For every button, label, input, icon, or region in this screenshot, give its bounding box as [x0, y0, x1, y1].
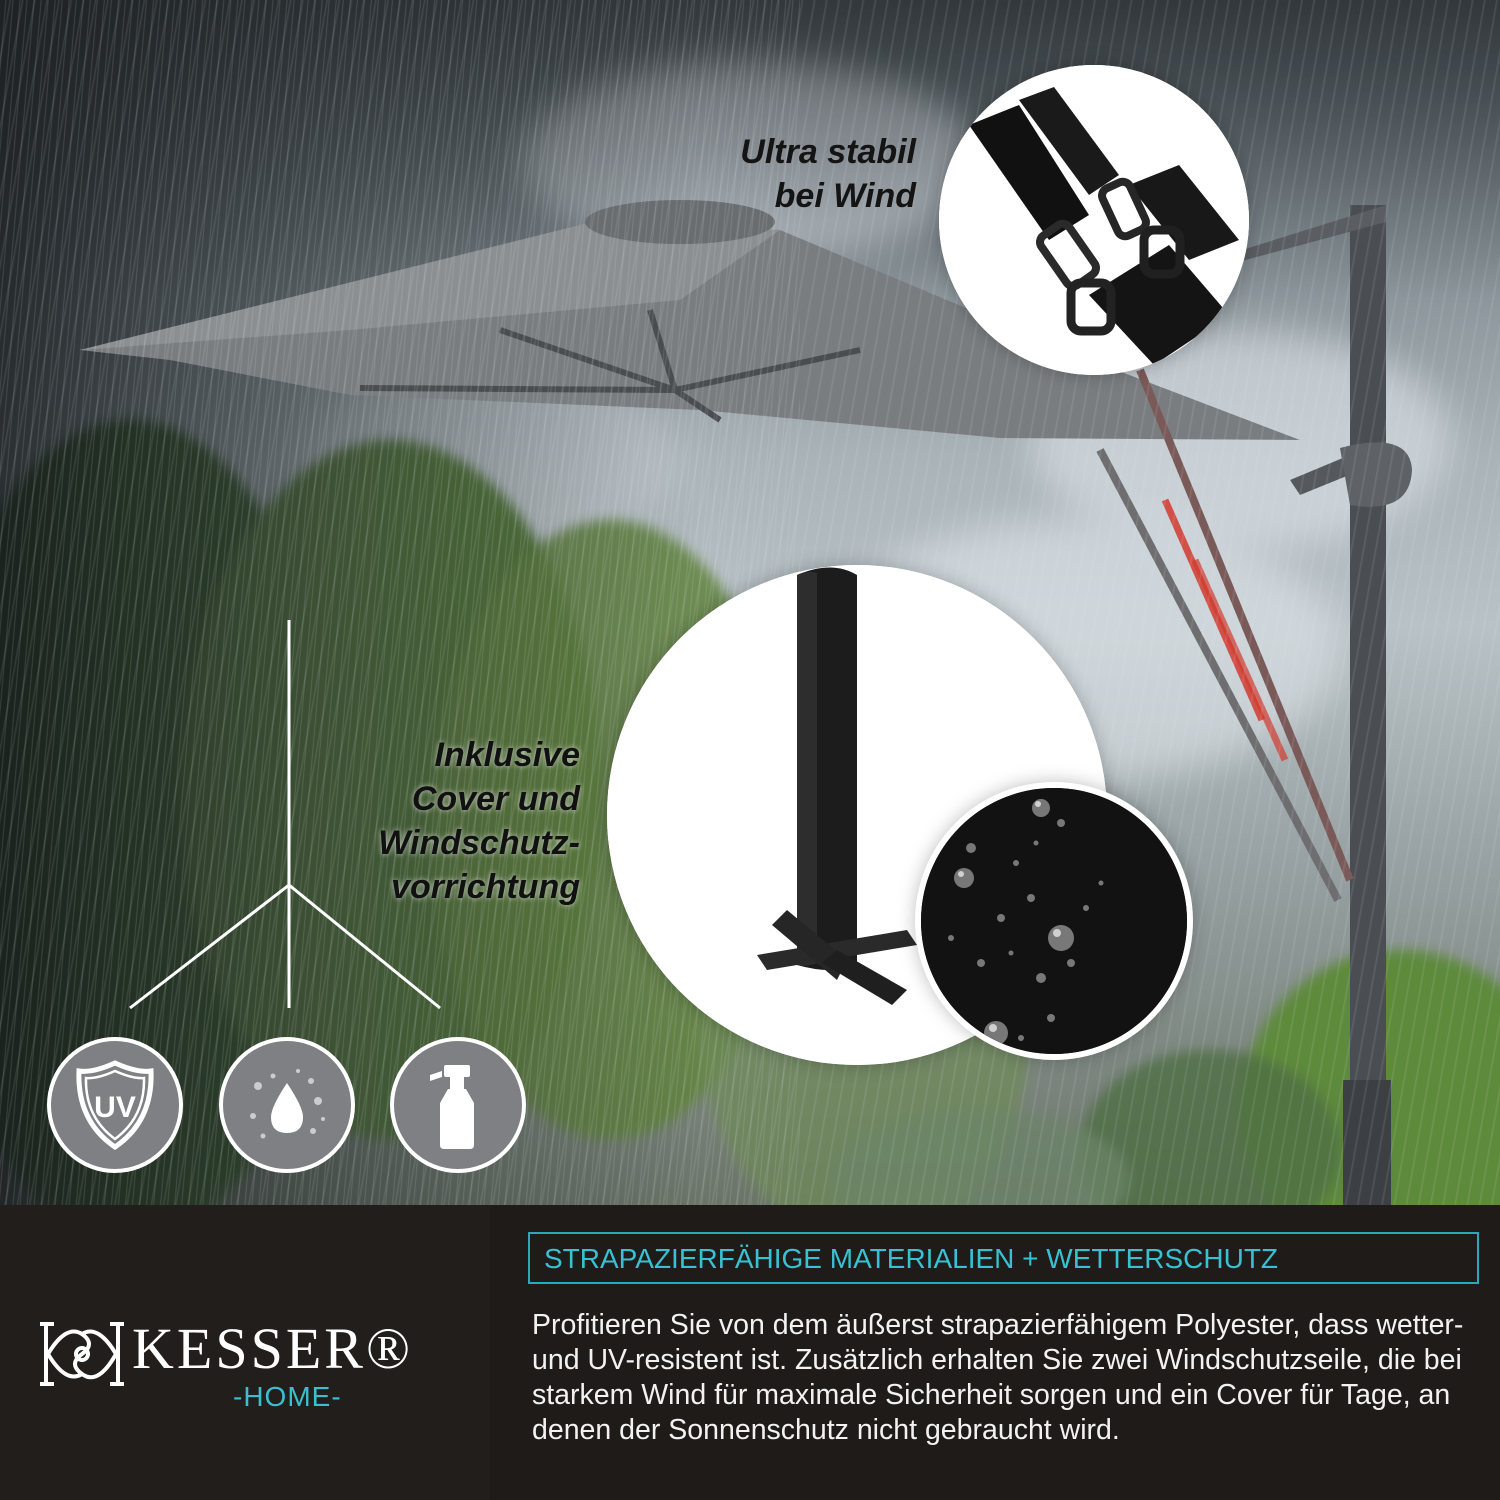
uv-protection-badge: UV	[47, 1037, 183, 1173]
section-heading: STRAPAZIERFÄHIGE MATERIALIEN + WETTERSCH…	[544, 1243, 1279, 1274]
feature-connector-lines	[129, 620, 441, 1010]
pole-base	[1343, 1080, 1391, 1205]
wind-rope-highlight	[1191, 558, 1289, 762]
kesser-monogram-icon	[40, 1322, 124, 1386]
water-drop-icon	[250, 1069, 325, 1139]
cover-caption: Inklusive Cover und Windschutz- vorricht…	[330, 733, 580, 909]
waterproof-badge	[219, 1037, 355, 1173]
strap-detail-circle	[939, 65, 1249, 375]
waterproof-fabric-circle	[915, 782, 1193, 1060]
wind-strap-image	[939, 65, 1249, 375]
brand-subtitle: -HOME-	[233, 1381, 342, 1412]
info-panel: KESSER® -HOME- STRAPAZIERFÄHIGE MATERIAL…	[0, 1205, 1500, 1500]
cover-caption-line: Cover und	[411, 780, 580, 818]
wind-rope	[1136, 368, 1354, 882]
umbrella-ribs	[359, 309, 861, 423]
rainy-garden-photo	[0, 0, 1500, 1205]
water-droplets-image	[921, 788, 1187, 1054]
cantilever-umbrella	[80, 200, 1412, 1205]
wind-caption: Ultra stabil bei Wind	[666, 130, 916, 218]
heading-frame: STRAPAZIERFÄHIGE MATERIALIEN + WETTERSCH…	[528, 1232, 1479, 1284]
brand-name: KESSER®	[132, 1316, 414, 1381]
spray-bottle-icon	[430, 1065, 474, 1149]
uv-label: UV	[94, 1091, 136, 1124]
umbrella-pole	[1350, 205, 1386, 1205]
wind-caption-line: Ultra stabil	[740, 133, 916, 171]
description-text: Profitieren Sie von dem äußerst strapazi…	[532, 1309, 1464, 1446]
umbrella-canopy	[80, 220, 780, 350]
cover-caption-line: Inklusive	[434, 736, 580, 774]
brand-panel: KESSER® -HOME-	[0, 1205, 490, 1500]
cover-caption-line: Windschutz-	[378, 824, 580, 862]
brand-logo: KESSER® -HOME-	[36, 1308, 456, 1412]
easy-clean-badge	[390, 1037, 526, 1173]
canopy-top	[585, 200, 775, 244]
wind-rope-highlight	[1161, 498, 1266, 722]
wind-rope	[1096, 448, 1342, 902]
crank-handle	[1340, 442, 1412, 507]
umbrella-arm	[1238, 205, 1386, 262]
uv-shield-icon: UV	[76, 1060, 154, 1151]
wind-caption-line: bei Wind	[774, 177, 916, 215]
cover-caption-line: vorrichtung	[391, 868, 580, 906]
